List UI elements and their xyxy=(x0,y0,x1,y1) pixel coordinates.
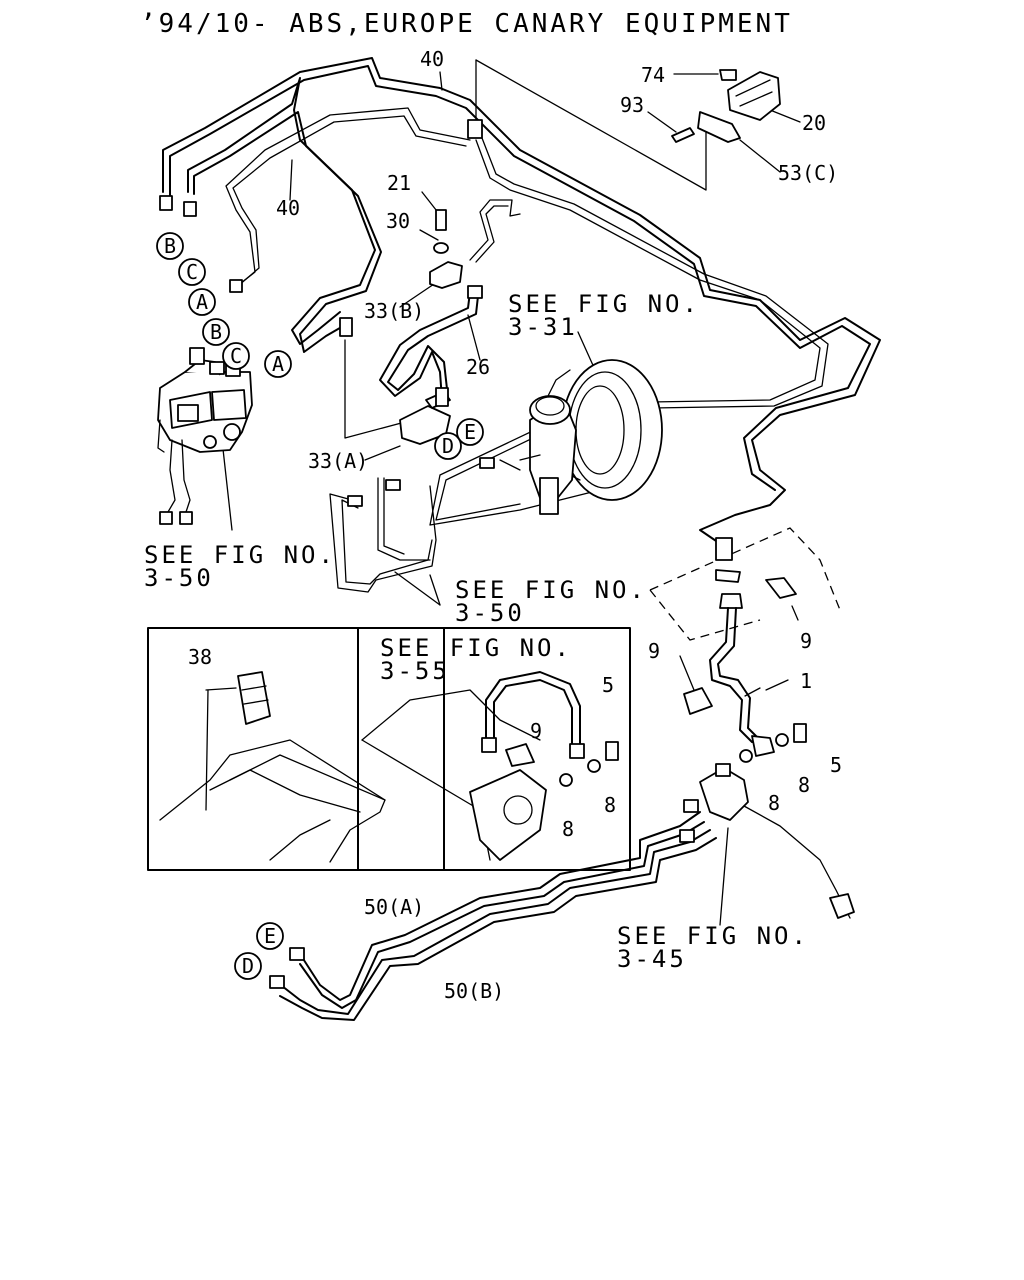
proportioning-valve xyxy=(679,763,855,919)
connector-e-bottom: E xyxy=(256,922,284,950)
svg-text:C: C xyxy=(230,344,242,368)
callout-21: 21 xyxy=(387,171,411,195)
inset-detail-3-55 xyxy=(357,627,631,871)
callout-1: 1 xyxy=(800,669,812,693)
callout-74: 74 xyxy=(641,63,665,87)
connector-a-left: A xyxy=(188,288,216,316)
pipe-50-lower xyxy=(269,811,717,1021)
part-callouts: 40 40 74 93 20 53(C) 21 30 33(B) 26 33(A… xyxy=(188,47,842,1003)
callout-38: 38 xyxy=(188,645,212,669)
callout-26: 26 xyxy=(466,355,490,379)
connector-c-top: C xyxy=(178,258,206,286)
svg-text:C: C xyxy=(186,260,198,284)
connector-c-unit: C xyxy=(222,342,250,370)
callout-40-left: 40 xyxy=(276,196,300,220)
connector-b-unit: B xyxy=(202,318,230,346)
connector-d-mid: D xyxy=(434,432,462,460)
callout-8-right-b: 8 xyxy=(768,791,780,815)
svg-text:E: E xyxy=(464,420,476,444)
svg-text:E: E xyxy=(264,924,276,948)
callout-50a: 50(A) xyxy=(364,895,424,919)
callout-8-inset-a: 8 xyxy=(562,817,574,841)
callout-8-inset-b: 8 xyxy=(604,793,616,817)
callout-9-inset: 9 xyxy=(530,719,542,743)
callout-33a: 33(A) xyxy=(308,449,368,473)
ref-3-31-line2: 3-31 xyxy=(508,313,578,341)
callout-40-top: 40 xyxy=(420,47,444,71)
callout-5-inset: 5 xyxy=(602,673,614,697)
pipe-clips-bolts xyxy=(159,119,495,507)
svg-text:A: A xyxy=(196,290,208,314)
ref-3-55-line1: SEE FIG NO. xyxy=(380,634,572,662)
svg-text:D: D xyxy=(442,434,454,458)
connector-d-bottom: D xyxy=(234,952,262,980)
ref-3-45-line2: 3-45 xyxy=(617,945,687,973)
callout-9-right-left: 9 xyxy=(648,639,660,663)
connector-b-top: B xyxy=(156,232,184,260)
ref-3-45-line1: SEE FIG NO. xyxy=(617,922,809,950)
pipe-26 xyxy=(379,291,479,401)
diagram-title: ’94/10- ABS,EUROPE CANARY EQUIPMENT xyxy=(140,9,793,39)
pipe-a-branch xyxy=(225,107,471,291)
leader-lines xyxy=(221,59,801,926)
svg-text:D: D xyxy=(242,954,254,978)
ref-3-55-line2: 3-55 xyxy=(380,657,450,685)
ref-3-50-left-line1: SEE FIG NO. xyxy=(144,541,336,569)
axle-hose-assembly xyxy=(649,527,841,763)
ref-3-50-left-line2: 3-50 xyxy=(144,564,214,592)
pipe-center-run xyxy=(429,137,829,526)
master-cylinder xyxy=(499,395,577,515)
connector-e-mid: E xyxy=(456,418,484,446)
callout-9-right-top: 9 xyxy=(800,629,812,653)
svg-text:A: A xyxy=(272,352,284,376)
callout-53c: 53(C) xyxy=(778,161,838,185)
svg-text:B: B xyxy=(210,320,222,344)
callout-93: 93 xyxy=(620,93,644,117)
callout-20: 20 xyxy=(802,111,826,135)
callout-5-right: 5 xyxy=(830,753,842,777)
ref-3-50-center-line1: SEE FIG NO. xyxy=(455,576,647,604)
connector-a-unit: A xyxy=(264,350,292,378)
abs-hydraulic-unit xyxy=(157,347,253,525)
callout-30: 30 xyxy=(386,209,410,233)
inset-detail-38 xyxy=(147,627,445,871)
bracket-20-assembly xyxy=(671,69,781,143)
ref-3-31-line1: SEE FIG NO. xyxy=(508,290,700,318)
callout-8-right-a: 8 xyxy=(798,773,810,797)
pipe-lower-left xyxy=(329,339,437,593)
brake-booster xyxy=(547,359,663,501)
ref-3-50-center-line2: 3-50 xyxy=(455,599,525,627)
connector-markers: B C A B C A D E xyxy=(156,232,484,980)
callout-33b: 33(B) xyxy=(364,299,424,323)
callout-50b: 50(B) xyxy=(444,979,504,1003)
svg-text:B: B xyxy=(164,234,176,258)
figure-references: SEE FIG NO. 3-31 SEE FIG NO. 3-50 SEE FI… xyxy=(144,290,809,973)
